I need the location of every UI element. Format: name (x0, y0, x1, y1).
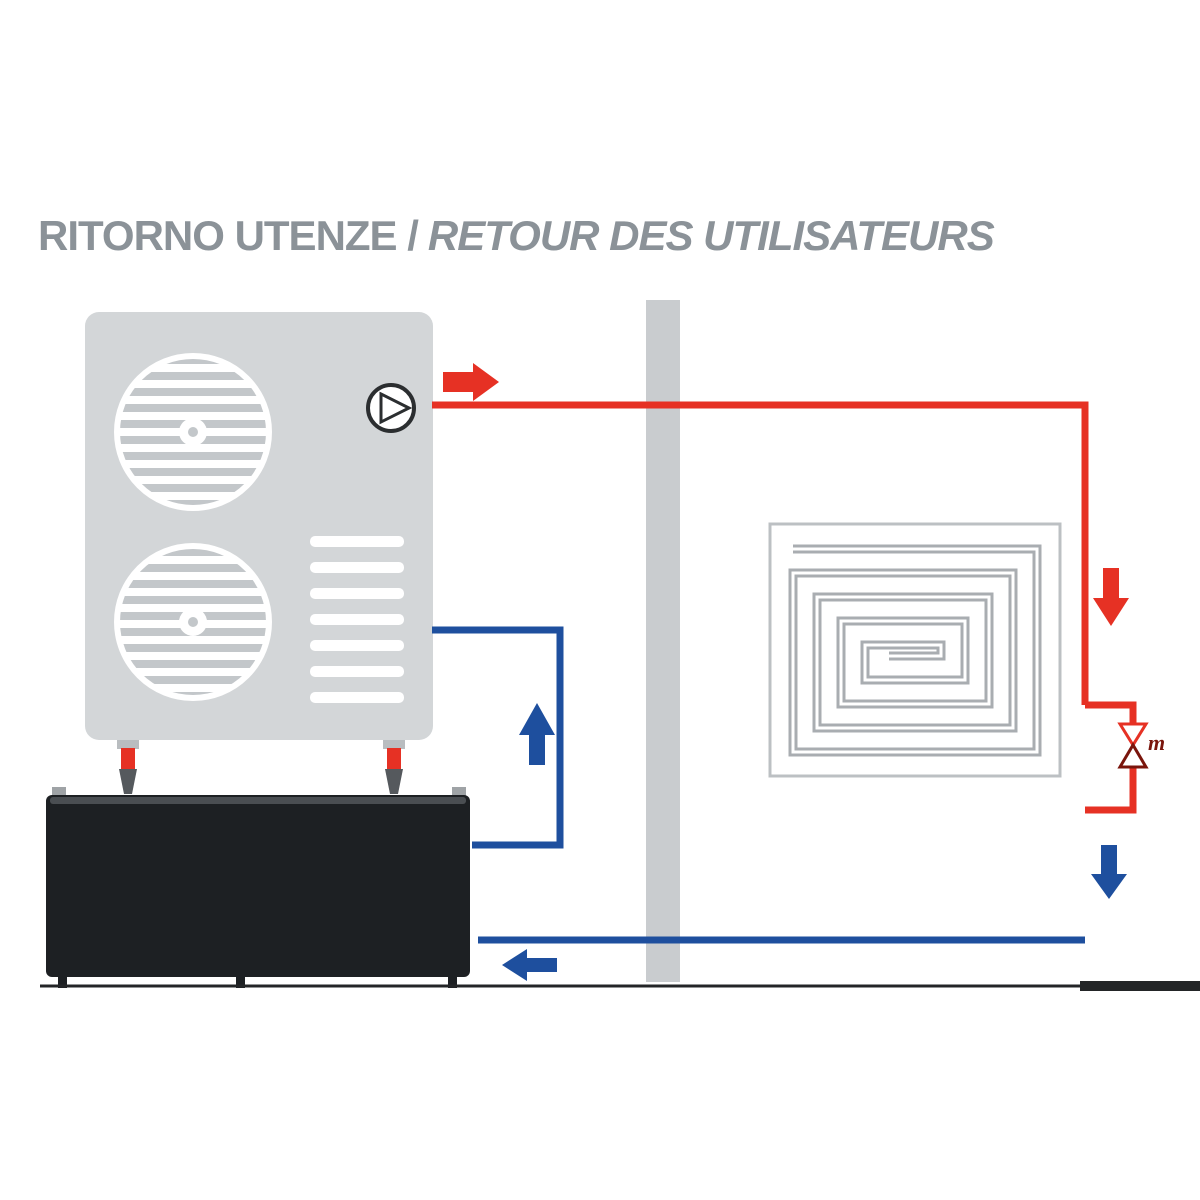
flow-arrow-down-blue (1091, 845, 1127, 899)
interior-wall (646, 300, 680, 982)
vibration-mount-left (117, 740, 139, 794)
flow-arrow-right-red (443, 363, 499, 401)
vibration-mount-right (383, 740, 405, 794)
diagram-title: RITORNO UTENZE /RETOUR DES UTILISATEURS (38, 212, 995, 260)
flow-arrow-up-blue (519, 703, 555, 765)
heat-pump-unit (85, 312, 433, 794)
fan-lower-icon (114, 543, 272, 701)
buffer-tank (46, 787, 470, 988)
ground-line (40, 981, 1200, 991)
flow-arrow-left-blue (502, 949, 557, 981)
valve-outlet-pipe (1085, 767, 1137, 814)
flow-arrow-down-red (1093, 568, 1129, 626)
pump-icon (366, 383, 416, 433)
supply-pipe-red (432, 401, 1089, 705)
valve-motor-label: m (1148, 730, 1165, 755)
valve-inlet-pipe (1085, 701, 1137, 724)
floor-heating-coil (768, 522, 1062, 778)
fan-upper-icon (114, 353, 272, 511)
vent-grille (310, 536, 404, 703)
return-pipe-blue-left (432, 626, 564, 849)
title-french: RETOUR DES UTILISATEURS (427, 212, 995, 259)
valve-icon: m (1117, 722, 1165, 769)
title-italian: RITORNO UTENZE / (38, 212, 419, 259)
coil-tube-inner (791, 547, 1039, 754)
